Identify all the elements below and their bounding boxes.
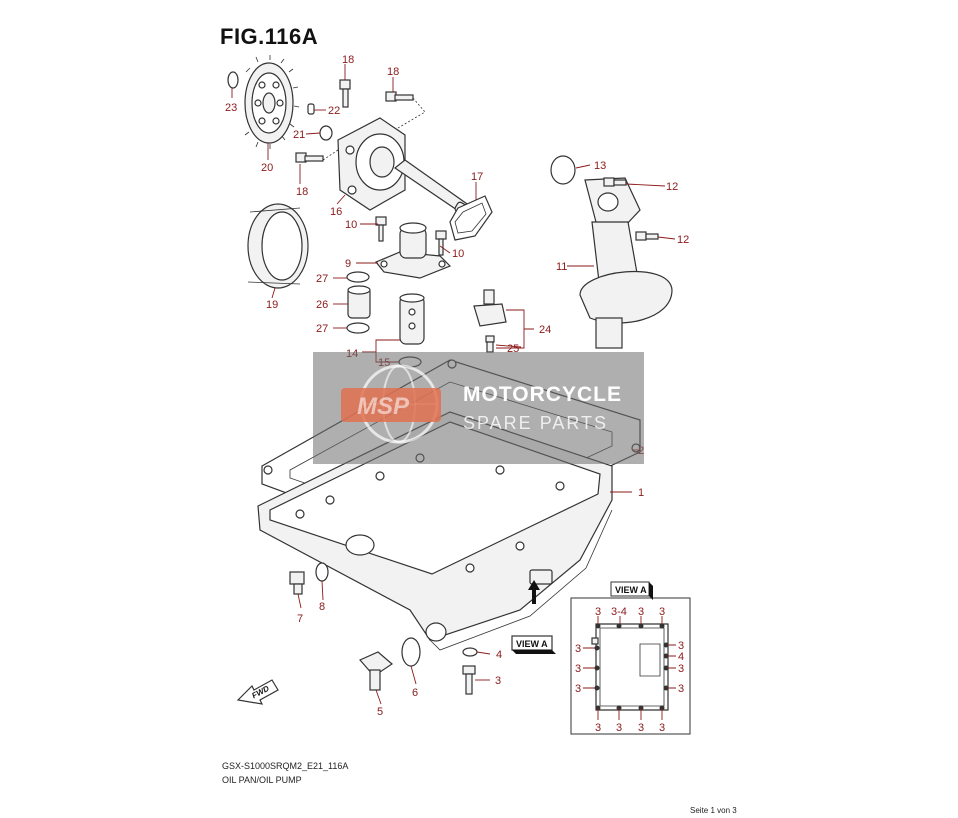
view-a-callout-top-2: 3-4 xyxy=(611,606,627,618)
view-a-callout-right-4: 3 xyxy=(678,683,684,695)
view-a-callout-bottom-2: 3 xyxy=(616,722,622,734)
figure-name: OIL PAN/OIL PUMP xyxy=(222,775,302,785)
callout-18-right: 18 xyxy=(387,66,399,78)
callout-18-left: 18 xyxy=(296,186,308,198)
oil-pressure-switch xyxy=(473,289,507,327)
callout-8: 8 xyxy=(319,601,325,613)
oil-pump-assembly xyxy=(337,117,478,221)
callout-24: 24 xyxy=(539,324,551,336)
bolt-18-right xyxy=(385,91,414,102)
callout-23: 23 xyxy=(225,102,237,114)
callout-12-top: 12 xyxy=(666,181,678,193)
view-a-callout-bottom-3: 3 xyxy=(638,722,644,734)
callout-27-upper: 27 xyxy=(316,273,328,285)
watermark-title: MOTORCYCLE xyxy=(463,383,622,406)
watermark-logo-icon: MSP xyxy=(341,364,441,444)
callout-17: 17 xyxy=(471,171,483,183)
oil-pump-drive-gear xyxy=(247,203,309,289)
callout-10-right: 10 xyxy=(452,248,464,260)
callout-16: 16 xyxy=(330,206,342,218)
callout-12-bottom: 12 xyxy=(677,234,689,246)
dowel-pin xyxy=(307,103,315,115)
o-ring-upper xyxy=(346,271,370,283)
figure-code: GSX-S1000SRQM2_E21_116A xyxy=(222,761,349,771)
callout-26: 26 xyxy=(316,299,328,311)
watermark-subtitle: SPARE PARTS xyxy=(463,413,609,433)
view-a-box xyxy=(570,581,691,735)
callout-10-left: 10 xyxy=(345,219,357,231)
fwd-arrow xyxy=(236,679,279,705)
bolt-18-top xyxy=(339,79,351,108)
callout-5: 5 xyxy=(377,706,383,718)
view-a-callout-top-4: 3 xyxy=(659,606,665,618)
callout-22: 22 xyxy=(328,105,340,117)
circlip-ring xyxy=(227,71,239,89)
watermark-banner: MSP xyxy=(313,352,644,464)
bolt-18-left xyxy=(295,152,324,163)
callout-27-lower: 27 xyxy=(316,323,328,335)
watermark-logo-text: MSP xyxy=(357,393,410,420)
leader-lines xyxy=(231,64,676,705)
washer xyxy=(319,125,333,141)
callout-7: 7 xyxy=(297,613,303,625)
view-a-arrow[interactable] xyxy=(511,580,556,654)
callout-3: 3 xyxy=(495,675,501,687)
view-a-arrow-label: VIEW A xyxy=(516,639,548,649)
callout-13: 13 xyxy=(594,160,606,172)
oil-filler-pipe xyxy=(579,177,673,349)
callout-11: 11 xyxy=(556,261,567,273)
drain-plug xyxy=(359,651,393,691)
view-a-callout-right-1: 3 xyxy=(678,640,684,652)
pipe-sleeve xyxy=(347,285,371,319)
view-a-callout-bottom-1: 3 xyxy=(595,722,601,734)
view-a-callout-top-3: 3 xyxy=(638,606,644,618)
oil-pump-gasket xyxy=(449,195,493,241)
view-a-callout-bottom-4: 3 xyxy=(659,722,665,734)
oil-strainer-holder xyxy=(375,222,452,279)
view-a-callout-top-1: 3 xyxy=(595,606,601,618)
plug-7 xyxy=(289,571,305,595)
o-ring-13 xyxy=(550,155,576,185)
oil-pump-driven-gear xyxy=(244,55,300,149)
view-a-callout-left-1: 3 xyxy=(575,643,581,655)
view-a-callout-right-2: 4 xyxy=(678,651,684,663)
callout-9: 9 xyxy=(345,258,351,270)
page-number: Seite 1 von 3 xyxy=(690,806,737,815)
callout-19: 19 xyxy=(266,299,278,311)
bolt-12-bottom xyxy=(635,231,659,241)
callout-4: 4 xyxy=(496,649,502,661)
callout-6: 6 xyxy=(412,687,418,699)
figure-title: FIG.116A xyxy=(220,24,319,49)
callout-20: 20 xyxy=(261,162,273,174)
view-a-title: VIEW A xyxy=(615,585,647,595)
drain-plug-gasket xyxy=(401,637,421,667)
oil-strainer xyxy=(399,293,425,345)
bolt-3 xyxy=(462,665,476,695)
o-ring-8 xyxy=(315,562,329,582)
view-a-callout-left-2: 3 xyxy=(575,663,581,675)
view-a-callout-right-3: 3 xyxy=(678,663,684,675)
callout-1: 1 xyxy=(638,487,644,499)
callout-21: 21 xyxy=(293,129,305,141)
bolt-12-top xyxy=(603,177,627,187)
callout-18-top: 18 xyxy=(342,54,354,66)
o-ring-lower xyxy=(346,322,370,334)
washer-4 xyxy=(462,647,478,657)
bolt-10-left xyxy=(375,216,387,242)
view-a-callout-left-3: 3 xyxy=(575,683,581,695)
bolt-10-right xyxy=(435,230,447,256)
switch-bolt xyxy=(485,335,495,353)
